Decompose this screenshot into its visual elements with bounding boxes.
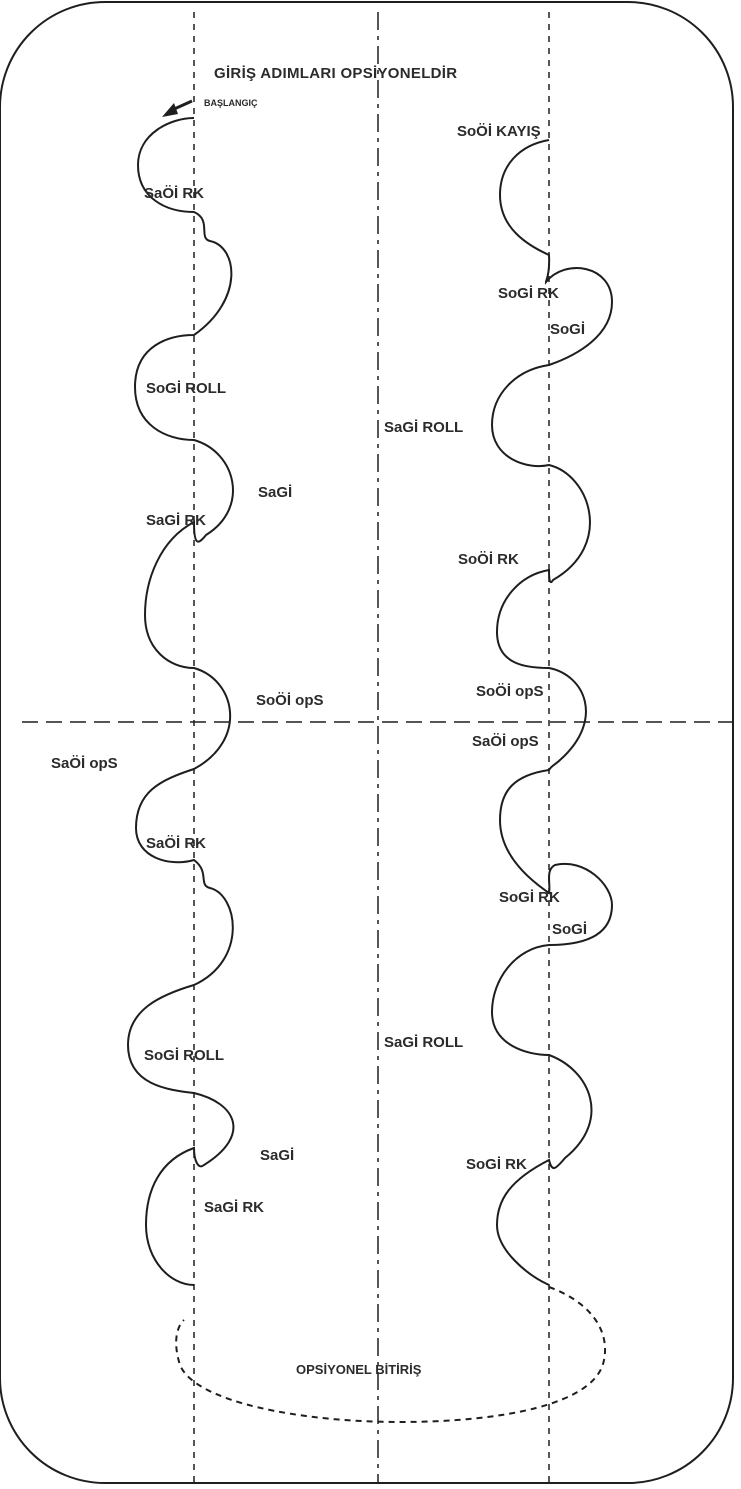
optional-ending-label: OPSİYONEL BİTİRİŞ xyxy=(296,1362,422,1377)
left-label-8: SoGİ ROLL xyxy=(144,1047,224,1064)
left-path xyxy=(126,117,235,1286)
right-label-6: SoÖİ opS xyxy=(476,683,544,700)
left-label-7: SaÖİ RK xyxy=(146,835,206,852)
left-label-3: SaGİ xyxy=(258,484,292,501)
left-label-1: SaÖİ RK xyxy=(144,185,204,202)
left-label-10: SaGİ RK xyxy=(204,1199,264,1216)
left-label-2: SoGİ ROLL xyxy=(146,380,226,397)
right-label-10: SaGİ ROLL xyxy=(384,1034,463,1051)
right-label-2: SoGİ RK xyxy=(498,285,559,302)
left-label-9: SaGİ xyxy=(260,1147,294,1164)
start-arrow xyxy=(162,99,193,117)
right-label-1: SoÖİ KAYIŞ xyxy=(457,123,541,140)
right-label-4: SaGİ ROLL xyxy=(384,419,463,436)
guide-lines xyxy=(22,12,741,1482)
right-label-7: SaÖİ opS xyxy=(472,733,539,750)
optional-ending-loop xyxy=(175,1286,606,1424)
diagram-title: GİRİŞ ADIMLARI OPSİYONELDİR xyxy=(214,65,457,82)
right-path xyxy=(490,139,614,1286)
left-label-4: SaGİ RK xyxy=(146,512,206,529)
left-label-6: SaÖİ opS xyxy=(51,755,118,772)
left-label-5: SoÖİ opS xyxy=(256,692,324,709)
right-label-9: SoGİ xyxy=(552,921,587,938)
right-label-3: SoGİ xyxy=(550,321,585,338)
right-label-8: SoGİ RK xyxy=(499,889,560,906)
right-label-5: SoÖİ RK xyxy=(458,551,519,568)
start-label: BAŞLANGIÇ xyxy=(204,98,258,108)
right-label-11: SoGİ RK xyxy=(466,1156,527,1173)
